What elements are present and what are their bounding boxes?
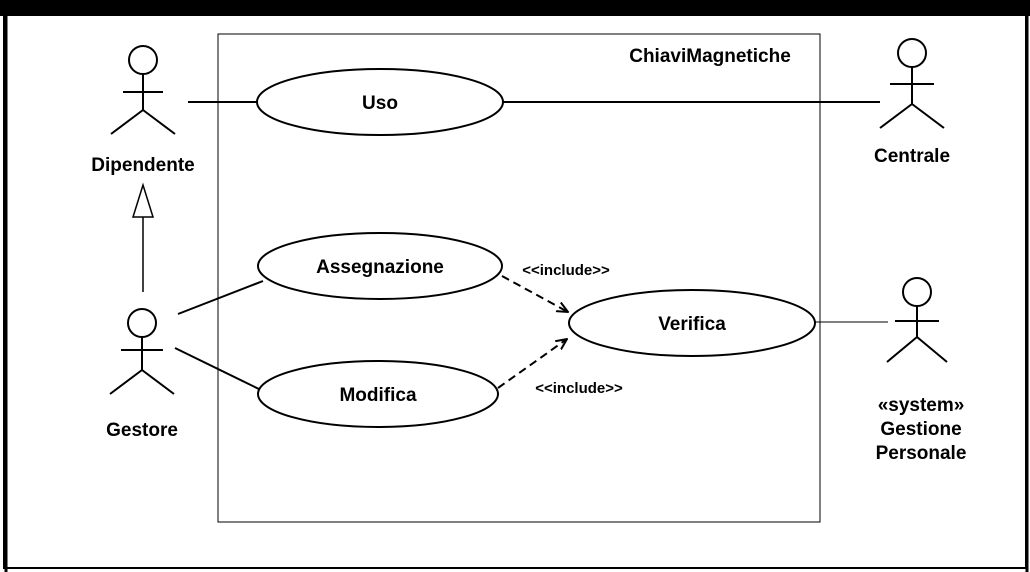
include-label-bottom: <<include>> xyxy=(535,380,623,397)
actor-gestione-personale-line2: Personale xyxy=(876,443,967,464)
top-bar xyxy=(0,0,1030,16)
assoc-gestore-modifica xyxy=(174,347,262,391)
actor-gestione-personale: «system» Gestione Personale xyxy=(876,277,967,464)
use-case-uso-label: Uso xyxy=(362,93,398,114)
actor-centrale-label: Centrale xyxy=(874,146,950,167)
use-case-verifica: Verifica xyxy=(568,289,816,357)
actor-gestore-label: Gestore xyxy=(106,420,178,441)
use-case-assegnazione: Assegnazione xyxy=(257,232,503,300)
system-name: ChiaviMagnetiche xyxy=(629,46,791,67)
stick-figure-icon xyxy=(110,45,176,135)
stick-figure-icon xyxy=(886,277,948,363)
use-case-modifica-label: Modifica xyxy=(339,385,416,406)
use-case-uso: Uso xyxy=(256,68,504,136)
include-modifica-verifica xyxy=(497,339,567,389)
stick-figure-icon xyxy=(109,308,175,395)
actor-dipendente: Dipendente xyxy=(91,45,195,176)
actor-centrale: Centrale xyxy=(874,38,950,167)
generalization-arrowhead xyxy=(131,182,155,218)
include-label-top: <<include>> xyxy=(522,262,610,279)
actor-gestione-personale-line1: Gestione xyxy=(880,419,961,440)
actor-dipendente-label: Dipendente xyxy=(91,155,194,176)
use-case-verifica-label: Verifica xyxy=(658,314,726,335)
use-case-assegnazione-label: Assegnazione xyxy=(316,257,444,278)
diagram-frame xyxy=(3,3,1027,569)
system-boundary xyxy=(217,33,821,523)
actor-gestore: Gestore xyxy=(106,308,178,441)
actor-gestione-personale-stereotype: «system» xyxy=(878,395,965,416)
use-case-modifica: Modifica xyxy=(257,360,499,428)
assoc-gestore-assegnazione xyxy=(177,280,264,315)
stick-figure-icon xyxy=(879,38,945,129)
